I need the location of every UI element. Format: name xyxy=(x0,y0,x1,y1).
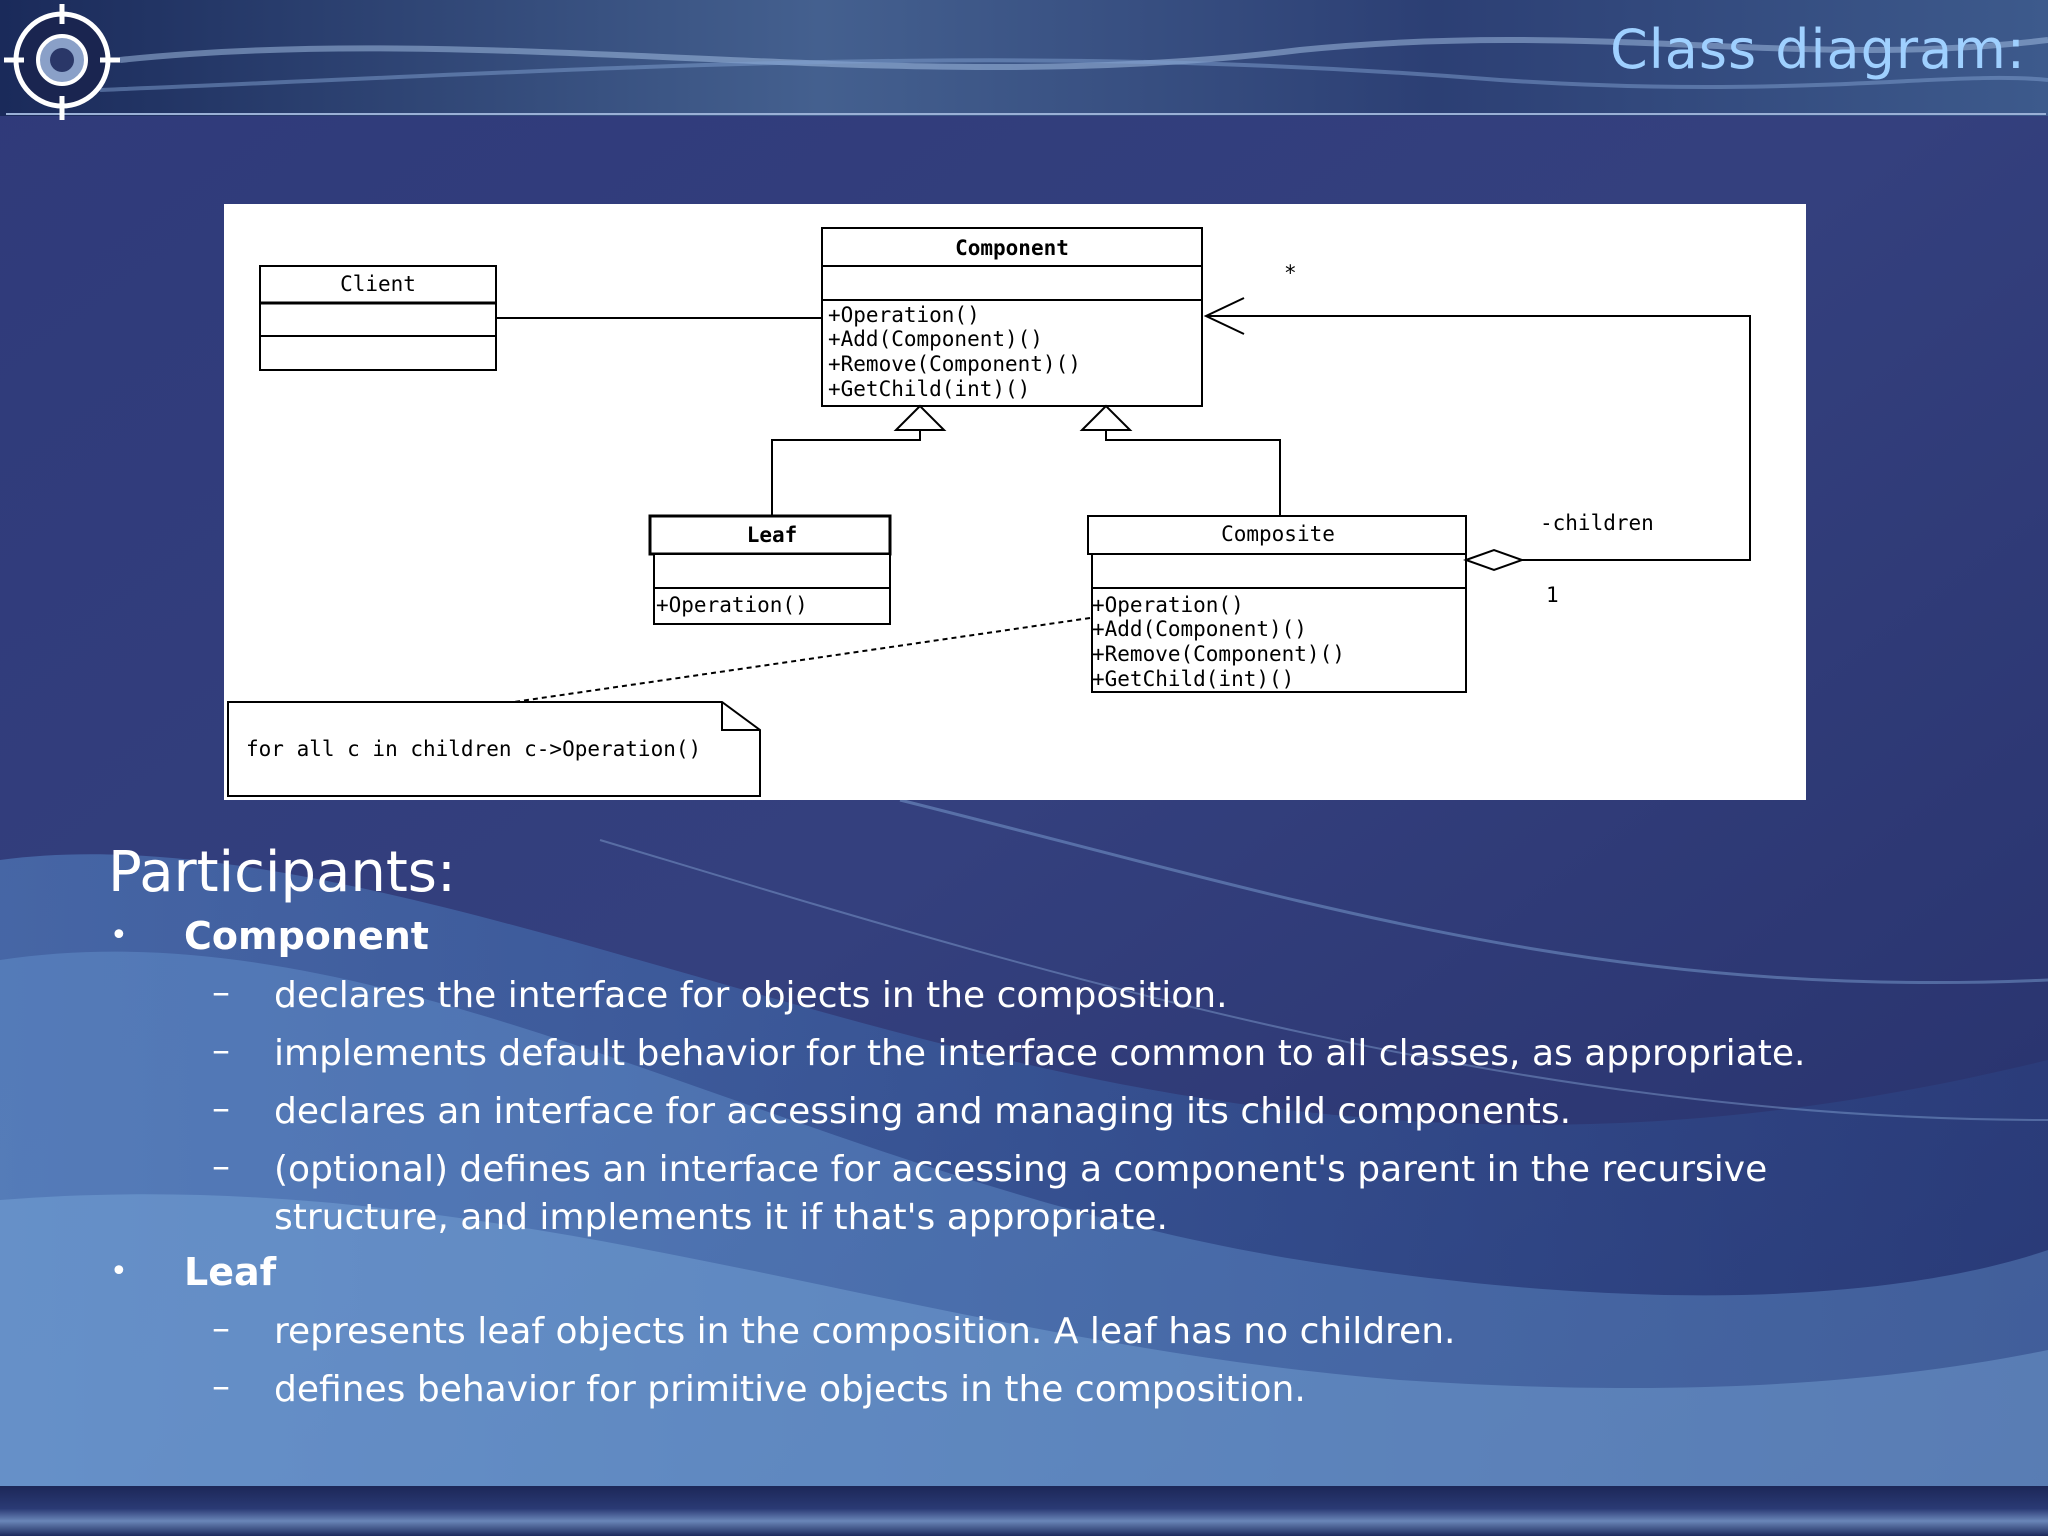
bullet-dot: • xyxy=(110,1254,128,1289)
participant-leaf-name: Leaf xyxy=(184,1250,277,1294)
client-class-name: Client xyxy=(340,272,416,296)
composite-method: +Remove(Component)() xyxy=(1092,642,1345,666)
leaf-class: Leaf +Operation() xyxy=(648,514,892,625)
composite-method: +Add(Component)() xyxy=(1092,617,1307,641)
client-class: Client xyxy=(259,265,497,371)
participants-heading: Participants: xyxy=(108,840,456,905)
note-text: for all c in children c->Operation() xyxy=(246,737,701,761)
component-point-text: declares the interface for objects in th… xyxy=(274,975,1228,1016)
leaf-class-name: Leaf xyxy=(747,523,798,547)
component-class: Component +Operation() +Add(Component)()… xyxy=(821,227,1203,407)
slide-title: Class diagram: xyxy=(1610,18,2026,81)
composite-class-name: Composite xyxy=(1221,522,1335,546)
leaf-point-text: defines behavior for primitive objects i… xyxy=(274,1369,1306,1410)
children-aggregation: * -children 1 xyxy=(1203,261,1751,607)
operation-note: for all c in children c->Operation() xyxy=(227,617,1091,797)
header-divider xyxy=(6,113,2046,115)
component-point-text: declares an interface for accessing and … xyxy=(274,1091,1572,1132)
crosshair-logo-icon xyxy=(4,4,120,120)
bullet-dot: • xyxy=(110,918,128,953)
leaf-generalization-arrow xyxy=(771,404,947,516)
component-method: +Add(Component)() xyxy=(828,327,1043,351)
component-method: +GetChild(int)() xyxy=(828,377,1030,401)
participant-component-name: Component xyxy=(184,914,429,958)
multiplicity-one: 1 xyxy=(1546,583,1559,607)
component-point-text: (optional) defines an interface for acce… xyxy=(274,1149,1768,1238)
multiplicity-many: * xyxy=(1284,261,1297,285)
leaf-method: +Operation() xyxy=(656,593,808,617)
leaf-point-text: represents leaf objects in the compositi… xyxy=(274,1311,1456,1352)
component-class-name: Component xyxy=(955,236,1069,260)
footer-bar xyxy=(0,1486,2048,1536)
role-children-label: -children xyxy=(1540,511,1654,535)
composite-generalization-arrow xyxy=(1079,404,1281,516)
composite-method: +GetChild(int)() xyxy=(1092,667,1294,691)
component-method: +Remove(Component)() xyxy=(828,352,1081,376)
composite-class: Composite +Operation() +Add(Component)()… xyxy=(1087,515,1467,693)
uml-class-diagram: Client Component +Operation() +Add(Compo… xyxy=(224,204,1806,800)
component-point-text: implements default behavior for the inte… xyxy=(274,1033,1806,1074)
composite-method: +Operation() xyxy=(1092,593,1244,617)
component-method: +Operation() xyxy=(828,303,980,327)
